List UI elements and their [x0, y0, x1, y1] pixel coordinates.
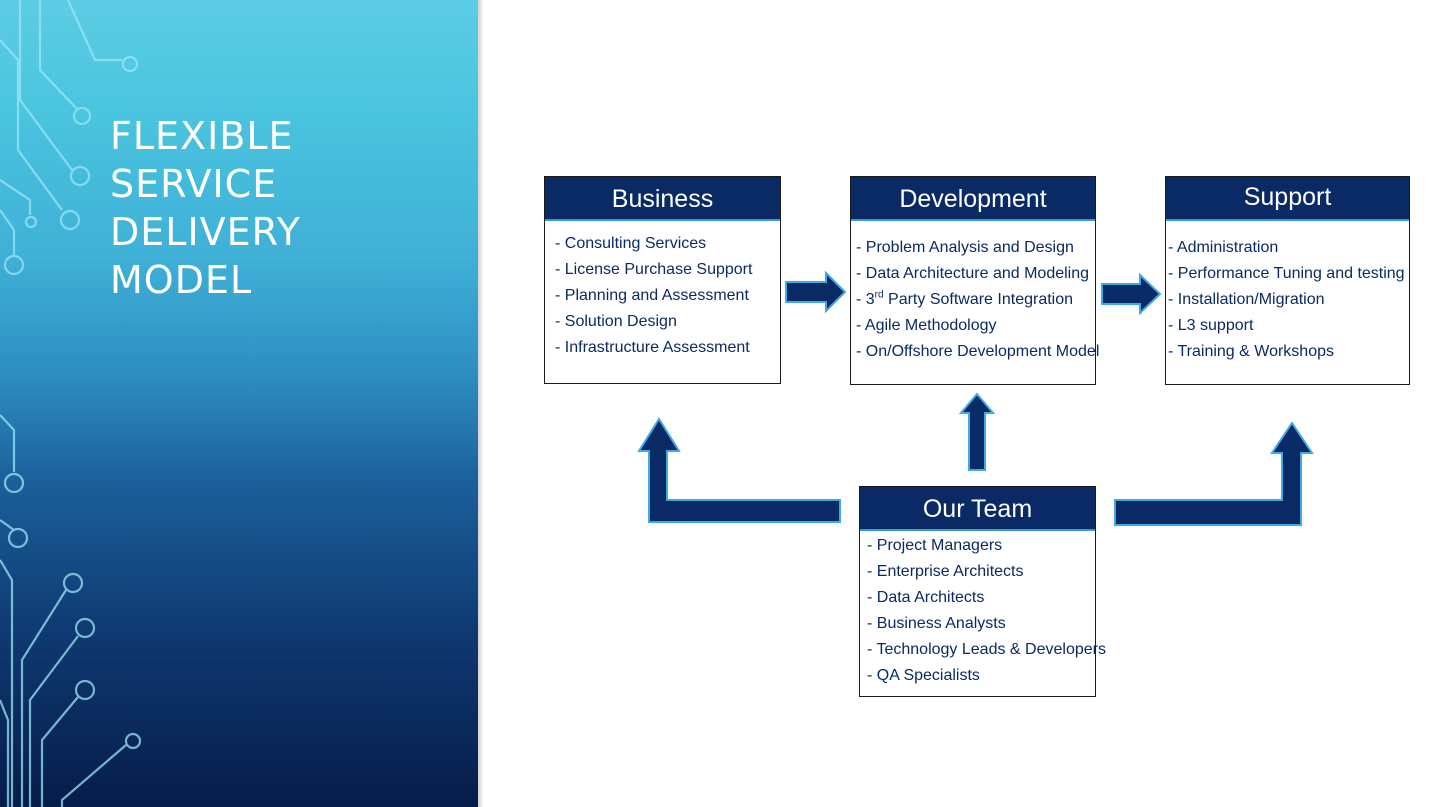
support-title: Support	[1166, 177, 1409, 221]
slide-title: FLEXIBLE SERVICE DELIVERY MODEL	[110, 112, 450, 304]
list-item: - Infrastructure Assessment	[555, 339, 750, 356]
arrow-team-to-development	[958, 392, 996, 471]
list-item: - QA Specialists	[867, 667, 980, 684]
slide-title-line-2: DELIVERY MODEL	[110, 210, 301, 302]
list-item: - Technology Leads & Developers	[867, 641, 1106, 658]
list-item: - Problem Analysis and Design	[856, 239, 1074, 256]
our-team-box: Our Team - Project Managers - Enterprise…	[859, 486, 1106, 697]
our-team-title: Our Team	[860, 487, 1095, 531]
list-item: - L3 support	[1168, 317, 1254, 334]
list-item: - Solution Design	[555, 313, 677, 330]
business-enablement-box: Business Enablement - Consulting Service…	[544, 176, 781, 384]
arrow-team-to-business	[637, 417, 841, 523]
list-item: - On/Offshore Development Model	[856, 343, 1100, 360]
list-item: - Installation/Migration	[1168, 291, 1325, 308]
list-item: - 3rd Party Software Integration	[856, 287, 1091, 313]
list-item-superscript: rd	[874, 289, 884, 301]
list-item-prefix: - 3	[856, 291, 875, 308]
list-item: - Data Architecture and Modeling	[856, 265, 1090, 282]
development-title: Development	[851, 177, 1095, 221]
circuit-decoration	[0, 0, 142, 807]
slide-title-line-1: FLEXIBLE SERVICE	[110, 114, 294, 206]
list-item: - Business Analysts	[867, 615, 1006, 632]
list-item: - Enterprise Architects	[867, 563, 1024, 580]
list-item: - License Purchase Support	[555, 261, 753, 278]
list-item: - Agile Methodology	[856, 317, 997, 334]
development-box: Development - Problem Analysis and Desig…	[850, 176, 1100, 385]
list-item: - Project Managers	[867, 537, 1003, 554]
list-item: - Performance Tuning and testing	[1168, 265, 1405, 282]
development-list: - Problem Analysis and Design - Data Arc…	[856, 235, 1100, 365]
side-panel: FLEXIBLE SERVICE DELIVERY MODEL	[0, 0, 478, 807]
arrow-business-to-development	[785, 270, 847, 314]
support-list: - Administration - Performance Tuning an…	[1168, 235, 1405, 365]
arrow-team-to-support	[1114, 421, 1314, 526]
arrow-development-to-support	[1101, 272, 1162, 316]
list-item: - Planning and Assessment	[555, 287, 749, 304]
list-item: - Consulting Services	[555, 235, 707, 252]
our-team-list: - Project Managers - Enterprise Architec…	[867, 533, 1106, 689]
support-box: Support - Administration - Performance T…	[1165, 176, 1410, 385]
list-item: - Administration	[1168, 239, 1279, 256]
list-item: - Data Architects	[867, 589, 985, 606]
business-enablement-list: - Consulting Services - License Purchase…	[555, 231, 776, 361]
list-item-rest: Party Software Integration	[883, 291, 1074, 308]
business-enablement-title: Business Enablement	[545, 177, 780, 257]
list-item: - Training & Workshops	[1168, 343, 1334, 360]
panel-shadow	[478, 0, 484, 807]
